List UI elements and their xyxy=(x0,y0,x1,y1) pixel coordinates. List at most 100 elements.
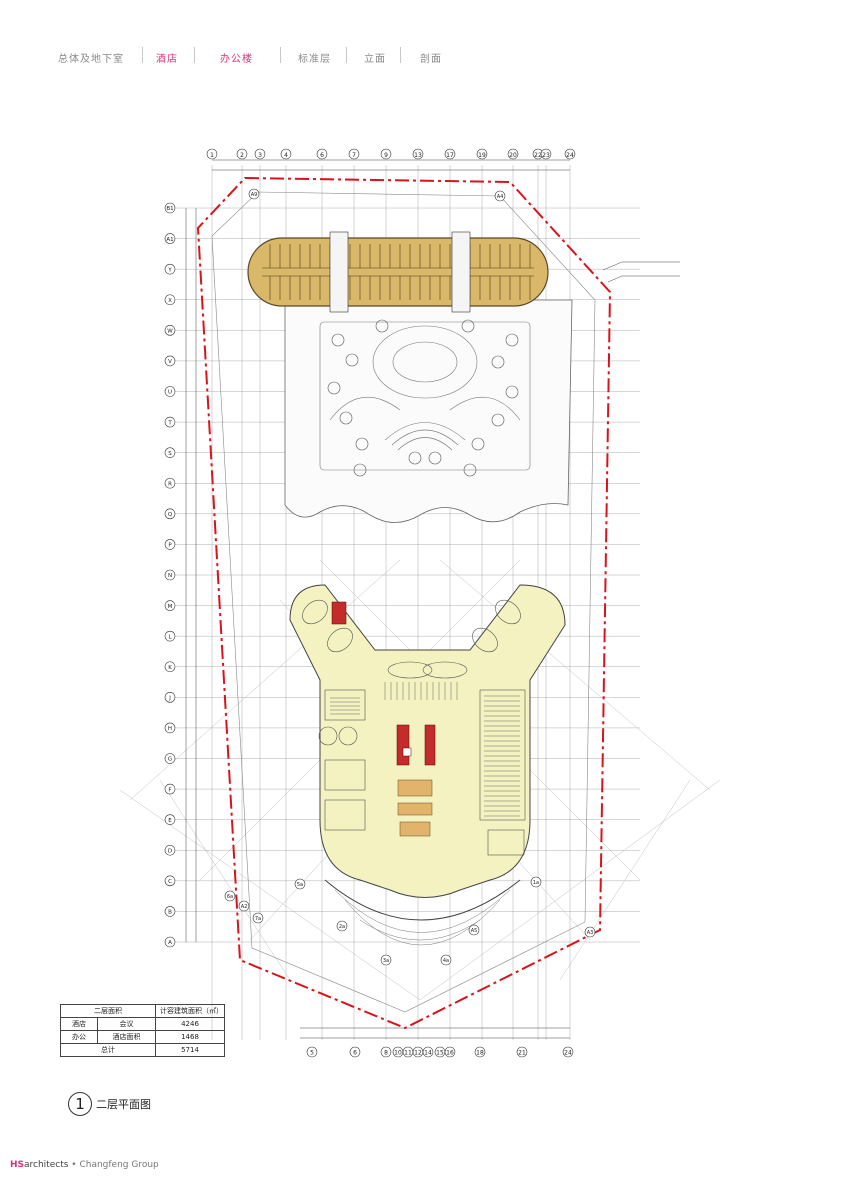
plan-callout-label: 4a xyxy=(443,958,449,964)
tab-office[interactable]: 办公楼 xyxy=(220,54,253,65)
axis-label-top: 19 xyxy=(478,152,486,159)
tab-overall-basement[interactable]: 总体及地下室 xyxy=(58,54,124,65)
axis-bubble-left: C xyxy=(164,875,176,887)
axis-bubble-bottom: 6 xyxy=(349,1046,361,1058)
table-row: 酒店 会议 4246 xyxy=(60,1017,225,1031)
axis-bubble-bottom: 5 xyxy=(306,1046,318,1058)
axis-label-left: A xyxy=(168,940,172,946)
stair-cores xyxy=(397,779,433,837)
axis-bubble-top: 6 xyxy=(316,148,328,160)
axis-label-left: A1 xyxy=(166,237,173,243)
axis-bubble-top: 9 xyxy=(380,148,392,160)
footer-group: Changfeng Group xyxy=(79,1160,159,1170)
footer-brand: HSarchitects • Changfeng Group xyxy=(10,1160,159,1170)
table-row: 总计 5714 xyxy=(60,1043,225,1057)
tab-elevation[interactable]: 立面 xyxy=(364,54,386,65)
axis-bubble-left: Y xyxy=(164,263,176,275)
hotel-block xyxy=(247,237,549,307)
axis-label-top: 2 xyxy=(240,152,244,159)
axis-bubble-top: 20 xyxy=(507,148,519,160)
axis-bubble-bottom: 8 xyxy=(380,1046,392,1058)
axis-bubble-top: 2 xyxy=(236,148,248,160)
axis-label-left: R xyxy=(168,481,172,487)
axis-label-bottom: 16 xyxy=(446,1050,454,1057)
axis-label-left: K xyxy=(168,665,172,671)
plan-callout-label: A2 xyxy=(241,904,248,910)
axis-label-left: C xyxy=(168,879,172,885)
plan-callout-label: 6a xyxy=(227,894,233,900)
axis-label-left: Q xyxy=(168,512,173,518)
brand-logo-hs: HS xyxy=(10,1160,25,1170)
plan-callout: 5a xyxy=(294,878,306,890)
axis-label-left: B1 xyxy=(166,206,173,212)
axis-label-bottom: 10 xyxy=(394,1050,402,1057)
area-table: 二层面积 计容建筑面积（㎡） 酒店 会议 4246 办公 酒店面积 1468 总… xyxy=(60,1004,225,1057)
axis-bubble-left: Q xyxy=(164,508,176,520)
top-navigation: 总体及地下室 酒店 办公楼 标准层 立面 剖面 xyxy=(0,44,848,68)
table-cell: 酒店 xyxy=(60,1017,98,1031)
axis-label-bottom: 11 xyxy=(404,1050,412,1057)
footer-separator: • xyxy=(68,1160,80,1170)
axis-label-top: 24 xyxy=(566,152,574,159)
steps xyxy=(359,919,481,941)
plan-callout: 7a xyxy=(252,912,264,924)
table-cell: 5714 xyxy=(155,1043,225,1057)
plan-callout: 2a xyxy=(336,920,348,932)
axis-label-left: T xyxy=(167,420,172,426)
axis-bubble-left: J xyxy=(164,692,176,703)
axis-label-left: F xyxy=(168,787,171,793)
axis-label-left: P xyxy=(168,543,172,549)
axis-bubble-bottom: 14 xyxy=(422,1046,434,1058)
nav-separator xyxy=(142,47,143,63)
nav-separator xyxy=(280,47,281,63)
axis-bubble-left: S xyxy=(164,447,176,458)
axis-bubble-left: F xyxy=(164,783,176,795)
axis-bubble-left: E xyxy=(164,814,176,825)
axis-label-top: 17 xyxy=(446,152,454,159)
axis-bubble-top: 23 xyxy=(540,148,552,160)
axis-label-top: 9 xyxy=(384,152,388,159)
axis-bubble-bottom: 11 xyxy=(402,1046,414,1058)
table-row: 办公 酒店面积 1468 xyxy=(60,1030,225,1044)
axis-label-left: D xyxy=(168,848,172,854)
plan-callout: A5 xyxy=(468,924,480,936)
plan-callout-label: 3a xyxy=(383,958,389,964)
axis-label-top: 23 xyxy=(542,152,550,159)
tab-section[interactable]: 剖面 xyxy=(420,54,442,65)
plan-callout: A3 xyxy=(584,926,596,938)
axis-label-left: W xyxy=(167,329,173,335)
axis-bubble-left: H xyxy=(164,722,176,734)
axis-bubble-left: U xyxy=(164,386,176,397)
axis-label-top: 4 xyxy=(284,152,288,159)
tab-standard-floor[interactable]: 标准层 xyxy=(298,54,331,65)
axis-bubble-left: W xyxy=(164,325,176,336)
axis-label-left: M xyxy=(168,604,173,610)
table-cell: 会议 xyxy=(97,1017,156,1031)
tab-hotel[interactable]: 酒店 xyxy=(156,54,178,65)
plan-callout-label: 1a xyxy=(533,880,539,886)
area-table-header-area: 计容建筑面积（㎡） xyxy=(155,1004,225,1018)
axis-bubble-bottom: 16 xyxy=(444,1046,456,1058)
axis-bubble-left: D xyxy=(164,844,176,856)
plan-callout: A2 xyxy=(238,900,250,912)
axis-bubble-bottom: 12 xyxy=(412,1046,424,1058)
drawing-title-text: 二层平面图 xyxy=(96,1098,151,1111)
axis-label-bottom: 24 xyxy=(564,1050,572,1057)
plan-callout: 6a xyxy=(224,890,236,902)
front-terrace-arc xyxy=(324,879,521,921)
area-table-header-floor: 二层面积 xyxy=(60,1004,156,1018)
conference-halls xyxy=(302,599,526,856)
axis-bubble-left: X xyxy=(164,294,176,306)
table-cell: 4246 xyxy=(155,1017,225,1031)
axis-label-top: 3 xyxy=(258,152,262,159)
plan-callout-label: A3 xyxy=(587,930,594,936)
axis-bubble-left: G xyxy=(164,753,176,764)
axis-bubble-left: T xyxy=(164,416,176,428)
axis-label-left: L xyxy=(168,634,172,640)
axis-label-top: 7 xyxy=(352,152,356,159)
nav-separator xyxy=(194,47,195,63)
axis-bubble-left: B xyxy=(164,906,176,917)
axis-label-left: V xyxy=(168,359,172,365)
axis-bubble-left: B1 xyxy=(164,202,176,214)
setback-line xyxy=(211,191,596,1013)
